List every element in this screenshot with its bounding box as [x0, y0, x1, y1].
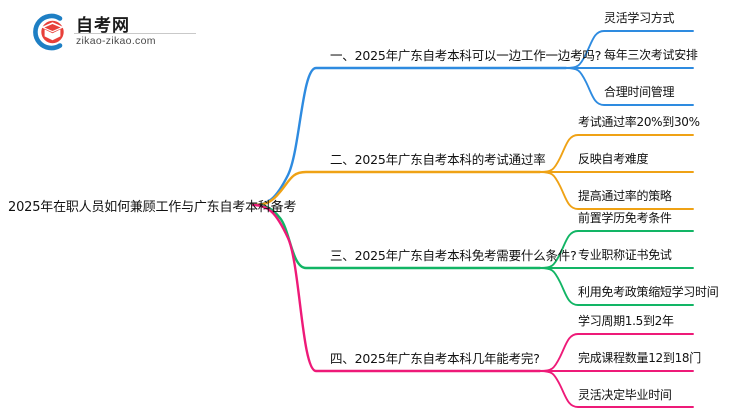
- leaf-node-4-1[interactable]: 学习周期1.5到2年: [578, 314, 674, 328]
- leaf-node-2-3[interactable]: 提高通过率的策略: [578, 189, 672, 203]
- brand-name: 自考网: [76, 16, 130, 36]
- leaf-node-1-2[interactable]: 每年三次考试安排: [604, 48, 698, 62]
- site-logo: 自考网 zikao-zikao.com: [30, 10, 200, 54]
- leaf-node-3-1[interactable]: 前置学历免考条件: [578, 211, 672, 225]
- topic-node-2[interactable]: 二、2025年广东自考本科的考试通过率: [330, 152, 546, 167]
- leaf-node-2-1[interactable]: 考试通过率20%到30%: [578, 115, 700, 129]
- leaf-node-3-3[interactable]: 利用免考政策缩短学习时间: [578, 285, 719, 299]
- brand-url: zikao-zikao.com: [76, 35, 156, 47]
- branch-4-wires: [251, 203, 694, 408]
- leaf-node-1-1[interactable]: 灵活学习方式: [604, 11, 675, 25]
- graduation-cap-in-circle-logo: [33, 13, 64, 51]
- topic-node-3[interactable]: 三、2025年广东自考本科免考需要什么条件?: [330, 248, 577, 263]
- logo-divider: [74, 33, 196, 34]
- leaf-node-4-3[interactable]: 灵活决定毕业时间: [578, 388, 672, 402]
- topic-node-1[interactable]: 一、2025年广东自考本科可以一边工作一边考吗?: [330, 48, 602, 63]
- leaf-node-3-2[interactable]: 专业职称证书免试: [578, 248, 672, 262]
- leaf-node-1-3[interactable]: 合理时间管理: [604, 85, 675, 99]
- branch-2-wires: [251, 134, 694, 210]
- leaf-node-2-2[interactable]: 反映自考难度: [578, 152, 649, 166]
- leaf-node-4-2[interactable]: 完成课程数量12到18门: [578, 351, 701, 365]
- root-node[interactable]: 2025年在职人员如何兼顾工作与广东自考本科备考: [8, 200, 297, 215]
- topic-node-4[interactable]: 四、2025年广东自考本科几年能考完?: [330, 351, 540, 366]
